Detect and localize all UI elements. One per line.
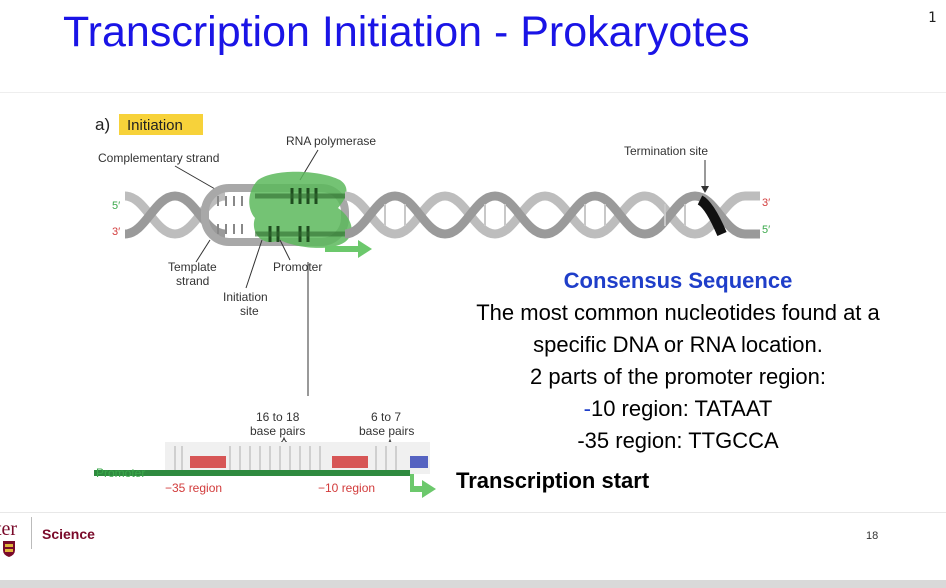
dna-strand-front-right	[344, 191, 760, 239]
start-arrow-head	[422, 480, 436, 498]
complementary-strand-label: Complementary strand	[98, 151, 219, 165]
consensus-line-2: specific DNA or RNA location.	[533, 332, 823, 357]
three-prime-left: 3′	[112, 226, 120, 238]
bubble-bases	[217, 196, 243, 234]
consensus-line-3: 2 parts of the promoter region:	[530, 364, 826, 389]
consensus-line-4: -10 region: TATAAT	[428, 393, 928, 425]
promoter-leader	[279, 239, 291, 261]
five-prime-left: 5′	[112, 200, 120, 212]
termination-arrowhead	[701, 186, 709, 193]
promoter-label: Promoter	[273, 260, 322, 274]
spacer-1-label-2: base pairs	[250, 424, 305, 438]
polymerase-arrow-shaft	[325, 246, 360, 252]
slide-title: Transcription Initiation - Prokaryotes	[63, 8, 750, 56]
rna-polymerase-label: RNA polymerase	[286, 134, 376, 148]
panel-label-highlight	[119, 114, 203, 135]
promoter-bottom-label: Promoter	[96, 466, 145, 480]
region-10-box	[332, 456, 368, 468]
minus-sign: -	[583, 396, 591, 421]
transcription-figure: a) Initiation Complementary strand RNA p…	[94, 114, 770, 498]
template-strand-label-2: strand	[176, 274, 209, 288]
panel-letter: a)	[95, 115, 110, 134]
corner-slide-number: 1	[928, 10, 937, 26]
start-site-box	[410, 456, 428, 468]
helix-rungs	[384, 204, 686, 226]
three-prime-right: 3′	[762, 197, 770, 209]
dna-strand-back-right	[344, 191, 760, 239]
consensus-line-1: The most common nucleotides found at a	[476, 300, 880, 325]
initiation-site-label-2: site	[240, 304, 259, 318]
transcription-start-label: Transcription start	[456, 468, 650, 493]
shield-logo-icon	[3, 541, 15, 557]
promoter-bar	[94, 470, 410, 476]
polymerase-arrow-head	[358, 240, 372, 258]
footer-separator	[31, 517, 32, 549]
department-name: Science	[42, 526, 95, 542]
template-leader	[195, 239, 211, 263]
five-prime-right: 5′	[762, 224, 770, 236]
initiation-leader	[245, 239, 263, 289]
university-logo-text: ter	[0, 518, 18, 540]
consensus-heading: Consensus Sequence	[563, 268, 793, 293]
spacer-2-label-2: base pairs	[359, 424, 414, 438]
termination-site-segment	[697, 195, 727, 236]
termination-site-label: Termination site	[624, 144, 708, 158]
spacer-1-label-1: 16 to 18	[256, 410, 300, 424]
consensus-line-5: -35 region: TTGCCA	[577, 428, 779, 453]
template-strand-label-1: Template	[168, 260, 217, 274]
rna-polymerase	[249, 171, 352, 248]
region-35-box	[190, 456, 226, 468]
consensus-definition: Consensus Sequence The most common nucle…	[428, 265, 928, 457]
footer-divider	[0, 512, 946, 513]
promoter-detail-ticks	[174, 446, 397, 470]
region-35-label: −35 region	[165, 481, 222, 495]
title-divider	[0, 92, 946, 93]
initiation-site-label-1: Initiation	[223, 290, 268, 304]
start-arrow-shaft	[410, 486, 424, 492]
page-number: 18	[866, 530, 879, 542]
bottom-band	[0, 580, 946, 588]
region-10-label: −10 region	[318, 481, 375, 495]
region-10-text: 10 region: TATAAT	[590, 396, 773, 421]
panel-label: Initiation	[127, 117, 183, 134]
spacer-2-label-1: 6 to 7	[371, 410, 401, 424]
dna-strand-through-polymerase	[255, 193, 345, 237]
